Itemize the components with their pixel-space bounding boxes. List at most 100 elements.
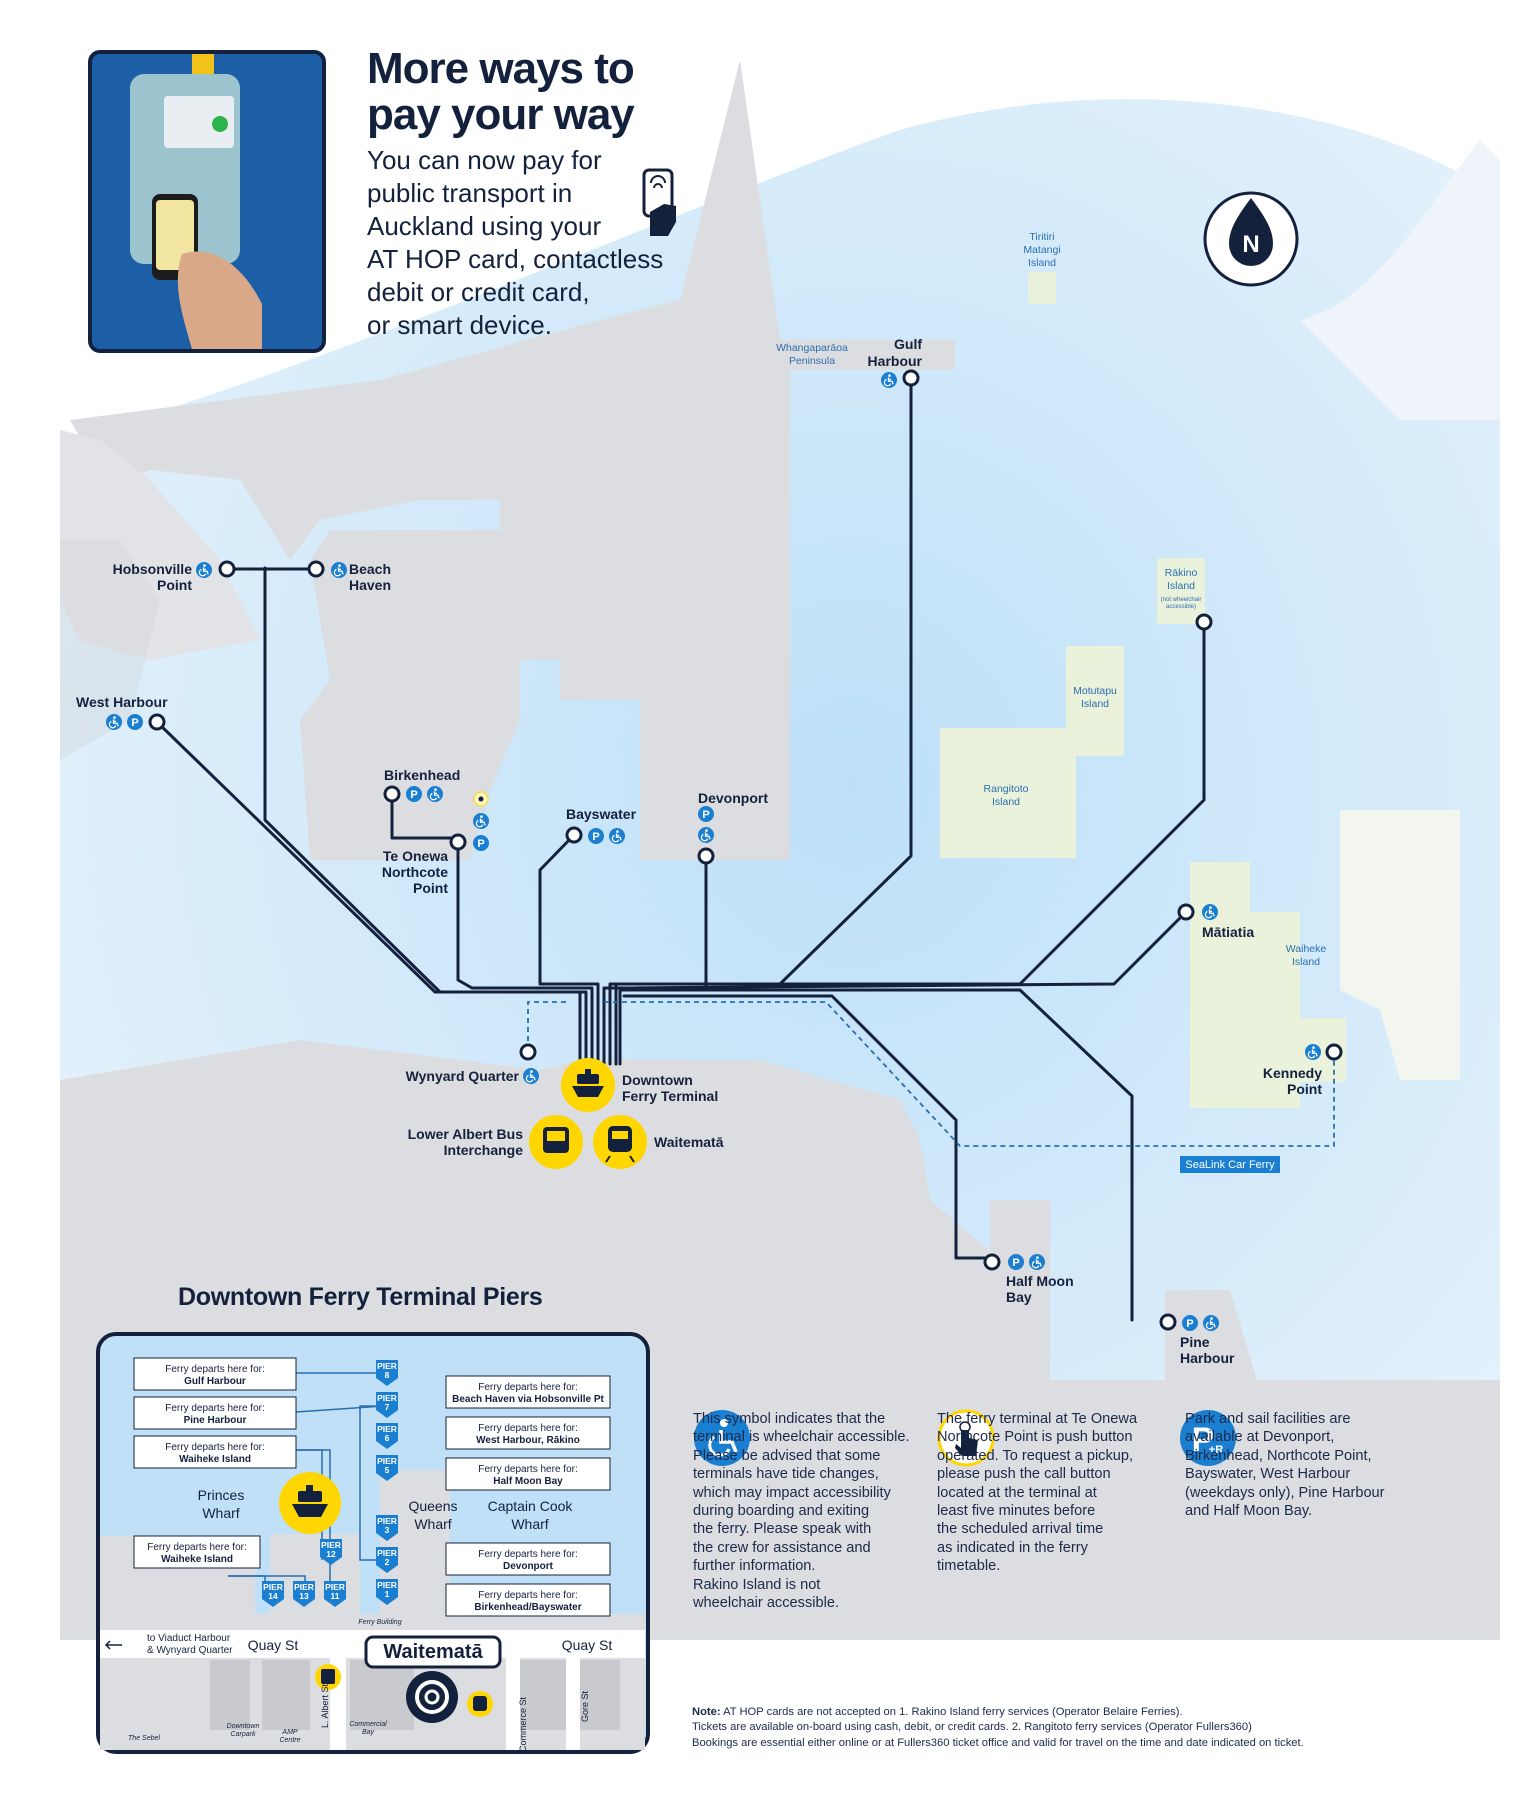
north-shore-land (70, 60, 955, 860)
waiheke-island (1190, 862, 1346, 1108)
stop-te-onewa (449, 833, 467, 851)
island-label: Tiritiri (1029, 231, 1054, 243)
stop-label: Beach (349, 561, 391, 577)
svg-text:2: 2 (385, 1557, 390, 1567)
peninsula-label: Whangaparāoa (776, 342, 848, 354)
svg-text:PIER: PIER (294, 1582, 314, 1592)
wheelchair-icon (694, 1410, 750, 1466)
route-birkenhead (390, 792, 460, 840)
wheelchair-icon (1202, 1314, 1220, 1332)
stop-label: Gulf (894, 336, 922, 352)
svg-text:8: 8 (385, 1370, 390, 1380)
stop-label: Northcote (382, 864, 448, 880)
island-label: Waiheke (1286, 943, 1327, 955)
wharf-label: Captain Cook (488, 1498, 574, 1514)
pier-destination: West Harbour, Rākino (476, 1435, 580, 1446)
pier-destination: Beach Haven via Hobsonville Pt (452, 1394, 604, 1405)
svg-text:14: 14 (268, 1591, 278, 1601)
hub-label: Downtown (622, 1072, 693, 1088)
stop-label: Point (1287, 1081, 1322, 1097)
wharf-label: Wharf (414, 1516, 451, 1532)
stop-label: Half Moon (1006, 1273, 1074, 1289)
svg-text:PIER: PIER (377, 1424, 397, 1434)
svg-text:5: 5 (385, 1465, 390, 1475)
half-moon-bay-land (990, 1200, 1050, 1390)
island-note: (not wheelchair (1161, 597, 1202, 603)
svg-text:Ferry departs here for:: Ferry departs here for: (165, 1442, 264, 1453)
wheelchair-icon (1304, 1043, 1322, 1061)
wharf-label: Wharf (511, 1516, 548, 1532)
stop-devonport (697, 847, 715, 865)
landmark-label: Centre (279, 1737, 300, 1744)
stop-label: Bayswater (566, 806, 637, 822)
parking-icon (473, 835, 489, 851)
stop-matiatia (1177, 903, 1195, 921)
parking-icon (1008, 1254, 1024, 1270)
street-label: Quay St (562, 1637, 613, 1653)
stop-half-moon-bay (983, 1253, 1001, 1271)
stop-label: Birkenhead (384, 767, 460, 783)
train-stop-icon (467, 1691, 493, 1717)
parking-icon (1182, 1315, 1198, 1331)
tiritiri-island (1028, 272, 1056, 304)
svg-text:1: 1 (385, 1589, 390, 1599)
route-hobsonville (263, 566, 588, 1066)
header-body: You can now pay for public transport in … (367, 145, 664, 340)
wharf-label: Princes (198, 1487, 245, 1503)
parking-icon (406, 786, 422, 802)
push-button-icon (937, 1409, 995, 1467)
route-half-moon-bay (622, 994, 994, 1260)
pier-destination: Devonport (503, 1561, 554, 1572)
wheelchair-icon (330, 561, 348, 579)
at-logo-icon (406, 1671, 458, 1723)
pier-destination: Waiheke Island (161, 1554, 233, 1565)
header-block: More ways to pay your way You can now pa… (367, 46, 697, 342)
pier-destination: Half Moon Bay (493, 1476, 563, 1487)
svg-text:Waitematā: Waitematā (383, 1641, 483, 1663)
sealink-badge: SeaLink Car Ferry (1180, 1156, 1280, 1173)
svg-text:PIER: PIER (377, 1361, 397, 1371)
stop-label: Pine (1180, 1334, 1210, 1350)
pine-harbour-land (1165, 1290, 1260, 1390)
svg-text:12: 12 (326, 1549, 336, 1559)
landmark-label: Downtown (227, 1723, 260, 1730)
wheelchair-icon (1028, 1253, 1046, 1271)
svg-text:Ferry departs here for:: Ferry departs here for: (478, 1382, 577, 1393)
stop-label: Kennedy (1263, 1065, 1322, 1081)
stop-birkenhead (383, 785, 401, 803)
viaduct-label: & Wynyard Quarter (147, 1645, 233, 1656)
page-title: pay your way (367, 90, 635, 139)
facility-icons (105, 371, 1322, 1332)
pier-destination: Waiheke Island (179, 1454, 251, 1465)
street-label: L. Albert St (320, 1683, 330, 1728)
wheelchair-icon (426, 785, 444, 803)
svg-text:11: 11 (331, 1591, 340, 1601)
page-title: More ways to (367, 44, 635, 93)
svg-text:Ferry departs here for:: Ferry departs here for: (478, 1590, 577, 1601)
landmark-label: The Sebel (128, 1735, 160, 1742)
pier-destination: Birkenhead/Bayswater (474, 1602, 581, 1613)
svg-text:PIER: PIER (377, 1456, 397, 1466)
hub-label: Lower Albert Bus (408, 1126, 524, 1142)
rakino-island (1157, 558, 1205, 624)
svg-text:PIER: PIER (377, 1393, 397, 1403)
hub-label: Ferry Terminal (622, 1088, 718, 1104)
stop-markers (148, 369, 1343, 1331)
island-label: Island (1028, 257, 1056, 269)
hub-label: Waitematā (654, 1134, 724, 1150)
island-label: Matangi (1023, 244, 1060, 256)
wharf-label: Queens (408, 1498, 457, 1514)
svg-text:6: 6 (385, 1433, 390, 1443)
hub-label: Interchange (444, 1142, 524, 1158)
svg-text:Ferry departs here for:: Ferry departs here for: (478, 1464, 577, 1475)
landmark-label: Carpark (231, 1731, 256, 1738)
wheelchair-icon (105, 713, 123, 731)
stop-bayswater (565, 826, 583, 844)
waitemata-station-badge: Waitematā (364, 1635, 502, 1669)
landmark-label: Bay (362, 1729, 375, 1736)
svg-text:PIER: PIER (377, 1548, 397, 1558)
stop-pine-harbour (1159, 1313, 1177, 1331)
wheelchair-icon (195, 561, 213, 579)
